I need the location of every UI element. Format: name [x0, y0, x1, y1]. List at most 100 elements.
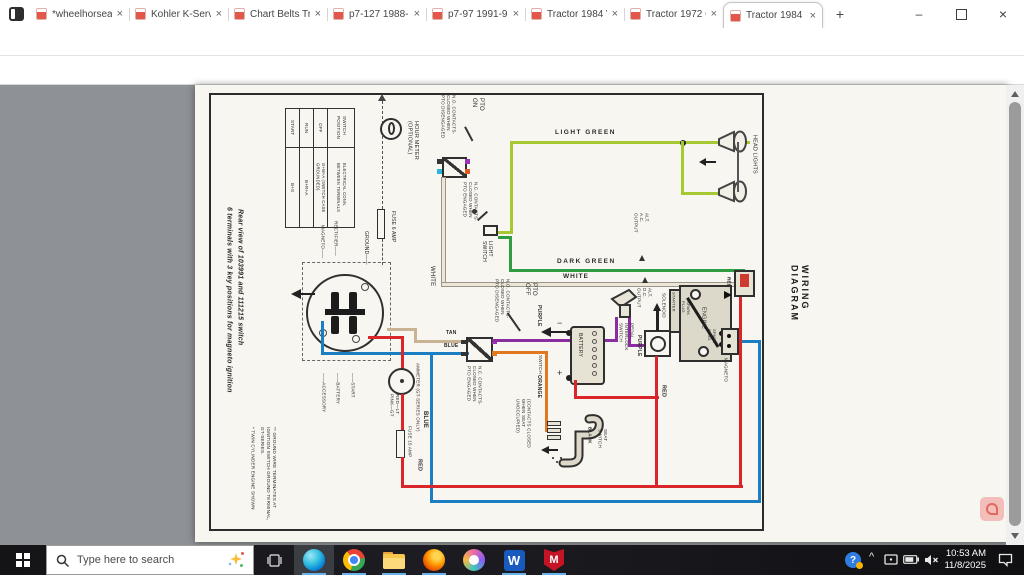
tab-close-icon[interactable]: ×: [413, 8, 420, 20]
tab-close-icon[interactable]: ×: [809, 9, 816, 22]
tray-clock[interactable]: 10:53 AM 11/8/2025: [938, 548, 986, 572]
light-green-label: LIGHT GREEN: [555, 129, 616, 136]
pto-on-label: PTO ON: [471, 98, 484, 111]
tab-close-icon[interactable]: ×: [512, 8, 519, 20]
pto-on-switch: [442, 157, 467, 178]
white-wire: [442, 178, 445, 286]
tray-volume-muted-icon[interactable]: [924, 554, 939, 566]
headlight-icon: [718, 180, 747, 203]
start-button[interactable]: [0, 545, 46, 575]
tab-close-icon[interactable]: ×: [116, 8, 123, 20]
acrobat-floating-button[interactable]: [980, 497, 1004, 521]
footnote-ground: ** GROUND WIRE TERMINATES AT IGNITION SW…: [260, 427, 277, 521]
battery-cell: [592, 363, 597, 368]
battery-minus: −: [557, 318, 563, 328]
scroll-down-icon[interactable]: [1011, 533, 1019, 539]
pedal-interlock-label: PEDAL INTERLOCK SWITCH: [618, 323, 635, 351]
pdf-file-icon: [135, 8, 146, 20]
ground-symbol: [699, 158, 706, 166]
tray-help-icon[interactable]: ?: [845, 552, 863, 569]
pdf-file-icon: [234, 8, 245, 20]
headlight-link-wire: [737, 142, 739, 192]
red-wire: [574, 380, 577, 399]
tab-chart-belts[interactable]: Chart Belts Tra ×: [228, 0, 327, 28]
switch-terminal: [331, 292, 339, 310]
headlight-icon: [718, 130, 747, 153]
taskbar-chrome-icon[interactable]: [334, 545, 374, 575]
solenoid-coil: [650, 336, 666, 352]
ground-arrow-icon: [541, 446, 549, 454]
pink-gt-red-lt-label: RED—LT PINK—GT: [389, 394, 401, 417]
dark-green-wire: [509, 236, 512, 272]
tab-close-icon[interactable]: ×: [215, 8, 222, 20]
taskbar-firefox-icon[interactable]: [414, 545, 454, 575]
new-tab-button[interactable]: +: [835, 6, 845, 22]
white-label: WHITE: [563, 273, 589, 280]
tab-tractor-1984-active[interactable]: Tractor 1984 W ×: [723, 2, 823, 28]
terminal-dot: [727, 344, 731, 348]
tab-separator: [624, 8, 625, 21]
taskbar-edge-icon[interactable]: [294, 545, 334, 575]
maximize-button[interactable]: [940, 0, 982, 28]
purple-label-2: PURPLE: [635, 335, 642, 357]
tab-tractor-1984-a[interactable]: Tractor 1984 W ×: [525, 0, 624, 28]
taskbar-paint3d-icon[interactable]: [454, 545, 494, 575]
light-switch: [483, 225, 498, 236]
purple-wire: [492, 339, 618, 342]
taskbar: Type here to search: [0, 545, 1024, 575]
tab-close-icon[interactable]: ×: [611, 8, 618, 20]
ground-arrow-line: [301, 293, 315, 295]
tray-expand-icon[interactable]: ^: [869, 551, 875, 563]
pdf-file-icon: [630, 8, 641, 20]
action-center-icon[interactable]: [998, 553, 1013, 567]
tab-close-icon[interactable]: ×: [710, 8, 717, 20]
no-contacts-mid-label: N.O. CONTACTS- CLOSED WHEN PTO DISENGAGE…: [494, 279, 511, 323]
tab-close-icon[interactable]: ×: [314, 8, 321, 20]
black-wire: [656, 311, 659, 331]
battery-cell: [592, 347, 597, 352]
taskbar-mcafee-icon[interactable]: M: [534, 545, 574, 575]
ground-arrow-icon: [291, 289, 301, 299]
scrollbar[interactable]: [1006, 85, 1024, 545]
ground-dash-wire: [382, 239, 383, 265]
spark-plug: [690, 289, 701, 300]
taskbar-word-icon[interactable]: W: [494, 545, 534, 575]
battery-cell: [592, 355, 597, 360]
white-wire: [442, 283, 742, 286]
blue-label: BLUE: [444, 343, 459, 349]
diode-icon: [724, 291, 732, 299]
tan-wire: [387, 328, 417, 331]
tab-separator: [426, 8, 427, 21]
task-view-button[interactable]: [254, 545, 294, 575]
screw: [352, 335, 360, 343]
terminal: [492, 340, 497, 344]
taskbar-explorer-icon[interactable]: [374, 545, 414, 575]
engine-label: ENGINE: [700, 307, 707, 330]
tray-display-icon[interactable]: [884, 554, 898, 566]
battery-post: [566, 330, 572, 336]
red-wire: [655, 356, 658, 487]
dot: [552, 457, 554, 459]
seat-switch: [558, 414, 604, 468]
pdf-file-icon: [531, 8, 542, 20]
tab-tractor-1972[interactable]: Tractor 1972 C ×: [624, 0, 723, 28]
pdf-file-icon: [36, 8, 47, 20]
orange-wire: [545, 351, 548, 432]
tab-wheelhorse[interactable]: *wheelhorseal ×: [30, 0, 129, 28]
scroll-up-icon[interactable]: [1011, 91, 1019, 97]
tab-p7-127[interactable]: p7-127 1988-1 ×: [327, 0, 426, 28]
tab-separator: [129, 8, 130, 21]
minimize-button[interactable]: –: [915, 7, 923, 21]
search-box[interactable]: Type here to search: [46, 545, 254, 575]
tab-workspaces-icon[interactable]: [9, 7, 24, 21]
clock-date: 11/8/2025: [944, 560, 986, 571]
light-green-wire: [498, 231, 511, 234]
battery-cell: [592, 339, 597, 344]
red-wire: [401, 457, 404, 488]
tray-battery-icon[interactable]: [903, 555, 919, 564]
head-lights-label: HEAD LIGHTS: [751, 135, 758, 174]
tab-kohler[interactable]: Kohler K-Servi ×: [129, 0, 228, 28]
tab-p7-97[interactable]: p7-97 1991-9 ×: [426, 0, 525, 28]
scrollbar-thumb[interactable]: [1009, 102, 1021, 526]
close-button[interactable]: ×: [998, 6, 1008, 22]
